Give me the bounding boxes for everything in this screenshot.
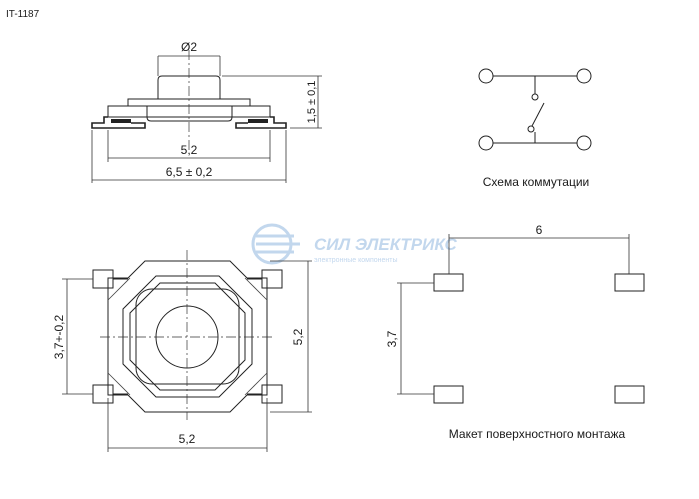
terminal-circle (576, 135, 592, 151)
contact-point (531, 93, 539, 101)
watermark-logo: СИЛ ЭЛЕКТРИКС электронные компоненты (251, 223, 458, 265)
footprint-pad-top-right (614, 273, 645, 292)
pin-bottom-left (92, 384, 114, 404)
side-pad-right (248, 119, 268, 123)
corner-cut (244, 277, 268, 301)
schematic-caption: Схема коммутации (483, 175, 589, 189)
switch-schematic: Схема коммутации (478, 68, 592, 189)
watermark-tagline: электронные компоненты (314, 257, 398, 264)
pin-top-right (261, 269, 283, 289)
dim-body-width-label: 5,2 (181, 143, 198, 157)
dim-footprint-vertical-label: 3,7 (385, 330, 399, 347)
footprint-pad-bottom-right (614, 385, 645, 404)
corner-cut (244, 372, 268, 396)
switch-lever (531, 102, 545, 127)
dim-height-label: 1,5 ± 0,1 (306, 81, 318, 124)
top-view: 3,7+-0,2 5,2 5,2 (52, 250, 312, 452)
logo-icon (251, 223, 300, 265)
side-terminal-right (235, 116, 287, 129)
footprint-pad-bottom-left (433, 385, 464, 404)
pin-bottom-right (261, 384, 283, 404)
side-pad-left (111, 119, 131, 123)
corner-cut (107, 277, 131, 301)
watermark-brand: СИЛ ЭЛЕКТРИКС (314, 235, 458, 254)
dim-footprint-horizontal-label: 6 (536, 223, 543, 237)
actuator-base (135, 288, 240, 385)
smd-footprint: 6 3,7 Макет поверхностного монтажа (385, 223, 645, 441)
octagon-outer (122, 275, 253, 398)
side-view: Ø2 1,5 ± 0,1 5,2 6,5 ± 0,2 (91, 40, 322, 183)
pin-top-left (92, 269, 114, 289)
contact-point (527, 125, 535, 133)
octagon-inner (129, 282, 246, 391)
terminal-circle (478, 68, 494, 84)
corner-cut (107, 372, 131, 396)
dim-pin-pitch-label: 3,7+-0,2 (52, 314, 66, 359)
side-dome (146, 106, 233, 122)
dim-top-height-label: 5,2 (291, 328, 305, 345)
dim-total-width-label: 6,5 ± 0,2 (166, 165, 213, 179)
footprint-caption: Макет поверхностного монтажа (449, 427, 626, 441)
terminal-circle (478, 135, 494, 151)
footprint-pad-top-left (433, 273, 464, 292)
side-terminal-left (91, 116, 146, 129)
terminal-circle (576, 68, 592, 84)
body-outline (107, 260, 268, 413)
dim-top-width-label: 5,2 (179, 432, 196, 446)
part-code: IT-1187 (6, 9, 40, 20)
dim-diameter-label: Ø2 (181, 40, 197, 54)
